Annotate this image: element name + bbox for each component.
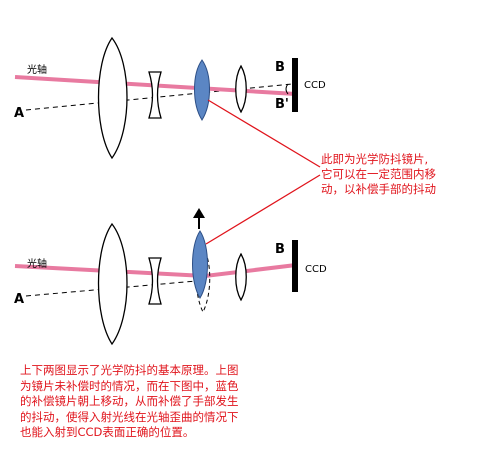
top-front-lens: [97, 36, 128, 160]
bottom-diagram: 光轴 A B CCD: [14, 208, 327, 346]
bottom-compensating-lens: [192, 230, 208, 299]
bottom-optical-axis-label: 光轴: [27, 257, 47, 270]
callout-leader-top: [207, 99, 321, 168]
top-offset-arc: [285, 83, 289, 95]
top-dashed-reference-line: [25, 83, 293, 111]
caption-line: 为镜片未补偿时的情况，而在下图中，蓝色: [20, 378, 239, 393]
top-rear-lens: [235, 64, 247, 114]
bottom-rear-lens: [235, 252, 247, 302]
bottom-ccd-label: CCD: [305, 264, 327, 275]
callout-line: 此即为光学防抖镜片,: [321, 152, 429, 166]
top-concave-lens: [148, 71, 162, 119]
bottom-point-b-label: B: [275, 242, 285, 257]
bottom-move-up-arrow-icon: [193, 208, 205, 218]
top-point-b-prime-label: B': [275, 97, 289, 112]
caption-line: 也能入射到CCD表面正确的位置。: [20, 425, 195, 439]
bottom-front-lens: [97, 222, 128, 346]
callout-leader-bottom: [205, 174, 321, 245]
caption-line: 的抖动，使得入射光线在光轴歪曲的情况下: [20, 409, 239, 424]
top-ray-label: A: [14, 106, 24, 121]
bottom-ccd-sensor: [292, 240, 298, 292]
bottom-concave-lens: [148, 257, 162, 305]
top-ccd-label: CCD: [304, 80, 326, 91]
top-point-b-label: B: [275, 60, 285, 75]
top-compensating-lens: [194, 59, 210, 121]
top-diagram: 光轴 A B B' CCD: [14, 36, 326, 160]
bottom-ray-label: A: [14, 292, 24, 307]
caption-text: 上下两图显示了光学防抖的基本原理。上图 为镜片未补偿时的情况，而在下图中，蓝色 …: [20, 363, 324, 441]
top-ccd-sensor: [292, 58, 298, 112]
callout-line: 动，以补偿手部的抖动: [321, 182, 436, 196]
callout-text: 此即为光学防抖镜片, 它可以在一定范围内移 动，以补偿手部的抖动: [321, 152, 493, 197]
callout-line: 它可以在一定范围内移: [321, 167, 436, 181]
caption-line: 上下两图显示了光学防抖的基本原理。上图: [20, 363, 239, 377]
top-optical-axis-label: 光轴: [27, 63, 47, 76]
caption-line: 的补偿镜片朝上移动，从而补偿了手部发生: [20, 394, 239, 408]
